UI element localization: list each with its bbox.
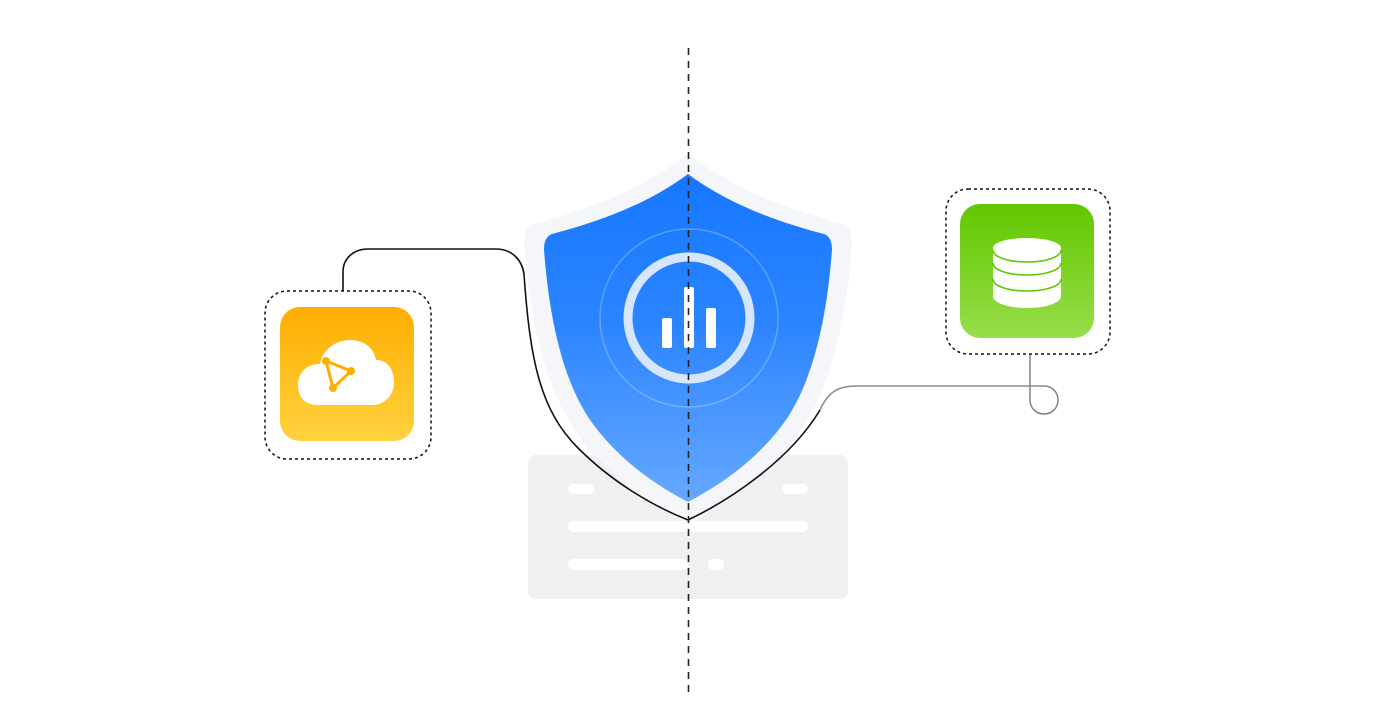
document-card-icon (528, 455, 848, 599)
connector-cloud-shield (342, 248, 689, 521)
document-line (568, 559, 688, 570)
database-icon (992, 238, 1062, 308)
shield-outer-ring (599, 228, 779, 408)
connector-database-shield-dark (687, 409, 821, 521)
cloud-node (264, 290, 432, 460)
document-line (568, 521, 808, 532)
document-line (782, 484, 808, 494)
database-node (945, 188, 1111, 355)
bar-chart-icon (662, 287, 716, 348)
connector-database-shield-gray (819, 355, 1059, 415)
document-line (708, 559, 724, 570)
document-line (568, 484, 594, 494)
cloud-network-icon (298, 340, 394, 405)
